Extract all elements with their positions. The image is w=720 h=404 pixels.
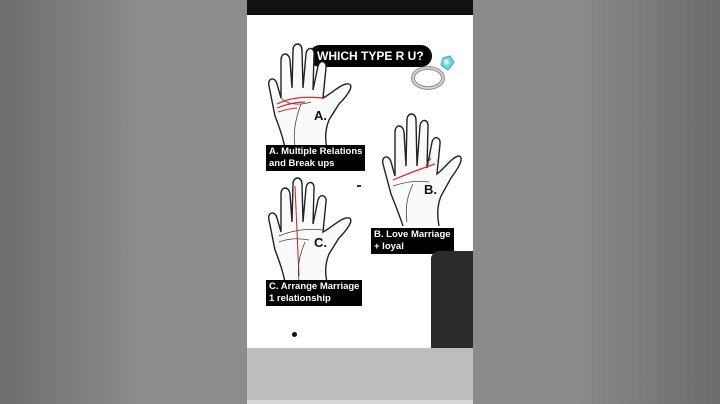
- hand-c-letter: C.: [314, 235, 327, 250]
- label-c: C. Arrange Marriage 1 relationship: [266, 280, 363, 306]
- label-a: A. Multiple Relations and Break ups: [266, 145, 366, 171]
- mark: [357, 185, 361, 187]
- label-b: B. Love Marriage + loyal: [371, 228, 454, 254]
- hand-b: [381, 113, 462, 227]
- hand-b-letter: B.: [424, 182, 437, 197]
- title-badge: WHICH TYPE R U?: [309, 45, 432, 67]
- diamond-ring-icon: [411, 55, 455, 90]
- hand-a-letter: A.: [314, 108, 327, 123]
- hand-c: [267, 177, 352, 283]
- top-bar: [247, 0, 473, 15]
- hand-a: [267, 43, 352, 149]
- bottom-bar: [247, 348, 473, 404]
- dot: [292, 332, 297, 337]
- video-frame: WHICH TYPE R U? A. A. Multiple Relations…: [247, 0, 473, 404]
